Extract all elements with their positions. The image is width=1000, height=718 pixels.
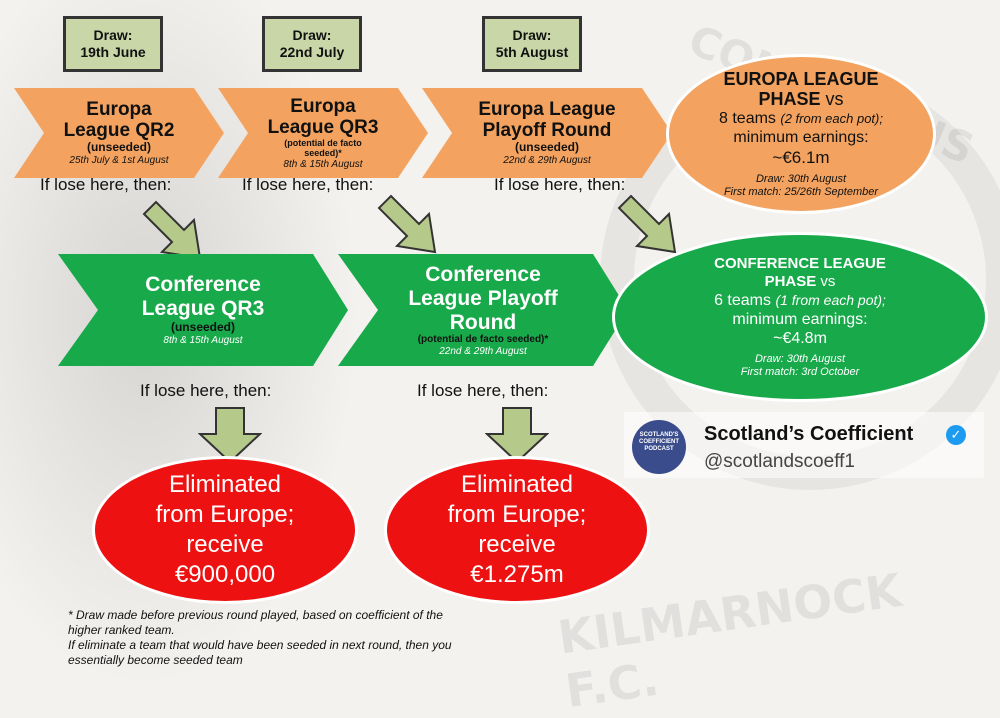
eliminated-text: from Europe; xyxy=(447,501,587,528)
eliminated-text: receive xyxy=(186,531,264,558)
phase-vs: vs xyxy=(820,273,836,290)
phase-vs: vs xyxy=(825,89,844,109)
phase-title: EUROPA LEAGUE PHASE xyxy=(723,69,879,109)
if-lose-label: If lose here, then: xyxy=(242,175,374,194)
footnote: * Draw made before previous round played… xyxy=(68,608,468,668)
stage-seeding: (unseeded) xyxy=(170,320,235,334)
stage-title: Conference League QR3 xyxy=(141,273,265,320)
footnote-line: * Draw made before previous round played… xyxy=(68,608,443,637)
eliminated-qr3: Eliminated from Europe; receive €900,000 xyxy=(92,456,358,604)
eliminated-text: Eliminated xyxy=(168,471,282,498)
phase-title: CONFERENCE LEAGUE PHASE xyxy=(714,255,886,290)
europa-league-phase: EUROPA LEAGUE PHASE vs 8 teams (2 from e… xyxy=(666,54,936,214)
stage-dates: 8th & 15th August xyxy=(163,335,243,346)
phase-first-match: First match: 3rd October xyxy=(740,366,860,378)
arrow-down-right-icon xyxy=(617,194,677,254)
draw-box-qr2: Draw: 19th June xyxy=(63,16,163,72)
account-handle: @scotlandscoeff1 xyxy=(704,451,855,472)
arrow-down-icon xyxy=(198,407,262,464)
stage-title: Europa League Playoff Round xyxy=(478,99,616,141)
arrow-down-right-icon xyxy=(142,200,202,260)
europa-playoff-stage: Europa League Playoff Round (unseeded) 2… xyxy=(422,88,672,178)
if-lose-label: If lose here, then: xyxy=(417,381,549,400)
if-lose-label: If lose here, then: xyxy=(40,175,172,194)
if-lose-label: If lose here, then: xyxy=(140,381,272,400)
phase-earnings: ~€4.8m xyxy=(773,330,827,347)
eliminated-amount: €900,000 xyxy=(174,561,276,588)
eliminated-text: receive xyxy=(478,531,556,558)
draw-date: 19th June xyxy=(80,44,146,60)
stage-dates: 25th July & 1st August xyxy=(69,155,169,166)
eliminated-text: from Europe; xyxy=(155,501,295,528)
eliminated-amount: €1.275m xyxy=(470,561,564,588)
stage-title: Conference League Playoff Round xyxy=(408,262,558,334)
phase-teams: 6 teams xyxy=(714,292,771,309)
phase-draw-date: Draw: 30th August xyxy=(754,353,846,365)
stage-dates: 8th & 15th August xyxy=(283,158,363,170)
eliminated-text: Eliminated xyxy=(460,471,574,498)
europa-qr2-stage: Europa League QR2 (unseeded) 25th July &… xyxy=(14,88,224,178)
stage-dates: 22nd & 29th August xyxy=(439,345,527,357)
draw-label: Draw: xyxy=(512,27,552,43)
draw-date: 22nd July xyxy=(279,44,345,60)
phase-teams-note: (2 from each pot); xyxy=(780,111,883,126)
stage-seeding: (potential de facto seeded)* xyxy=(417,333,549,345)
draw-box-qr3: Draw: 22nd July xyxy=(262,16,362,72)
stage-dates: 22nd & 29th August xyxy=(503,155,591,166)
draw-label: Draw: xyxy=(292,27,332,43)
stage-seeding: (potential de facto seeded)* xyxy=(284,137,362,158)
stage-seeding: (unseeded) xyxy=(514,140,579,154)
podcast-logo: SCOTLAND'S COEFFICIENT PODCAST xyxy=(632,420,686,474)
phase-draw-date: Draw: 30th August xyxy=(755,173,847,185)
stage-title: Europa League QR3 xyxy=(267,95,379,138)
verified-badge-icon: ✓ xyxy=(946,425,966,445)
phase-earnings: ~€6.1m xyxy=(772,148,830,167)
eliminated-playoff: Eliminated from Europe; receive €1.275m xyxy=(384,456,650,604)
draw-label: Draw: xyxy=(93,27,133,43)
stage-title: Europa League QR2 xyxy=(63,99,175,141)
phase-earnings-label: minimum earnings: xyxy=(733,129,869,146)
draw-box-playoff: Draw: 5th August xyxy=(482,16,582,72)
phase-teams-note: (1 from each pot); xyxy=(775,292,886,308)
conference-playoff-stage: Conference League Playoff Round (potenti… xyxy=(338,254,628,366)
draw-date: 5th August xyxy=(495,44,569,60)
account-name: Scotland’s Coefficient xyxy=(704,423,914,445)
stage-seeding: (unseeded) xyxy=(86,140,151,154)
arrow-down-right-icon xyxy=(377,194,437,254)
footnote-line: If eliminate a team that would have been… xyxy=(68,638,452,667)
europa-qr3-stage: Europa League QR3 (potential de facto se… xyxy=(218,88,428,178)
phase-teams: 8 teams xyxy=(719,110,776,127)
if-lose-label: If lose here, then: xyxy=(494,175,626,194)
conference-league-phase: CONFERENCE LEAGUE PHASE vs 6 teams (1 fr… xyxy=(612,232,988,402)
phase-first-match: First match: 25/26th September xyxy=(723,186,879,198)
phase-earnings-label: minimum earnings: xyxy=(732,311,868,328)
arrow-down-icon xyxy=(485,407,549,464)
conference-qr3-stage: Conference League QR3 (unseeded) 8th & 1… xyxy=(58,254,348,366)
